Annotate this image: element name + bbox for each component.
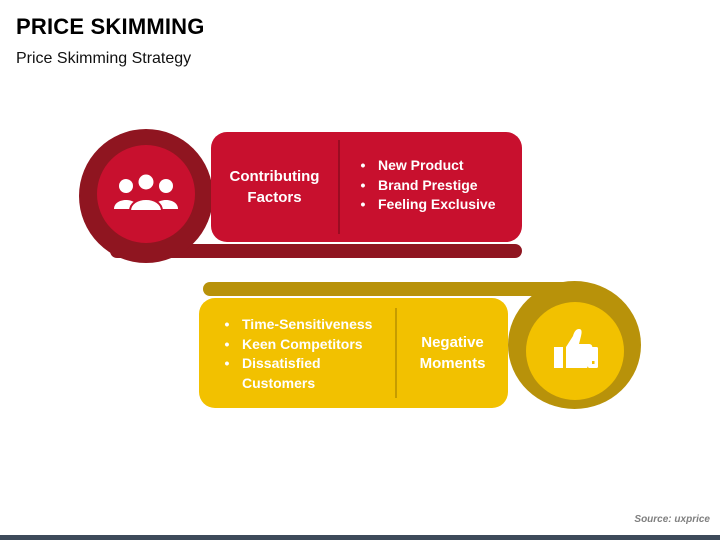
negative-heading: Negative Moments — [419, 334, 486, 372]
bullet-dot: • — [224, 335, 230, 352]
source-note: Source: uxprice — [634, 514, 710, 525]
list-item: •Time-Sensitiveness — [221, 315, 373, 335]
negative-card: •Time-Sensitiveness •Keen Competitors •D… — [199, 298, 508, 408]
contributing-heading: Contributing Factors — [229, 168, 320, 206]
list-item: •New Product — [357, 156, 496, 176]
contributing-icon-circle — [97, 145, 195, 243]
negative-divider — [395, 308, 397, 398]
contributing-rail — [110, 244, 522, 258]
thumbs-up-icon — [551, 327, 599, 376]
negative-list: •Time-Sensitiveness •Keen Competitors •D… — [221, 315, 373, 393]
bullet-dot: • — [224, 316, 230, 332]
footer-bar — [0, 535, 720, 540]
contributing-divider — [338, 140, 340, 234]
bullet-dot: • — [360, 157, 366, 173]
negative-icon-circle — [526, 302, 624, 400]
contributing-list: •New Product •Brand Prestige •Feeling Ex… — [357, 156, 496, 215]
list-item: •Dissatisfied Customers — [221, 354, 372, 393]
bullet-dot: • — [360, 196, 366, 212]
contributing-card: Contributing Factors •New Product •Brand… — [211, 132, 522, 242]
bullet-dot: • — [224, 355, 230, 371]
negative-rail — [203, 282, 573, 296]
slide-subtitle: Price Skimming Strategy — [16, 50, 192, 67]
list-item: •Feeling Exclusive — [357, 195, 496, 215]
bullet-dot: • — [360, 176, 366, 193]
people-group-icon — [113, 172, 179, 217]
list-item: •Keen Competitors — [221, 335, 372, 355]
slide-title: PRICE SKIMMING — [16, 14, 205, 39]
list-item: •Brand Prestige — [357, 176, 496, 196]
